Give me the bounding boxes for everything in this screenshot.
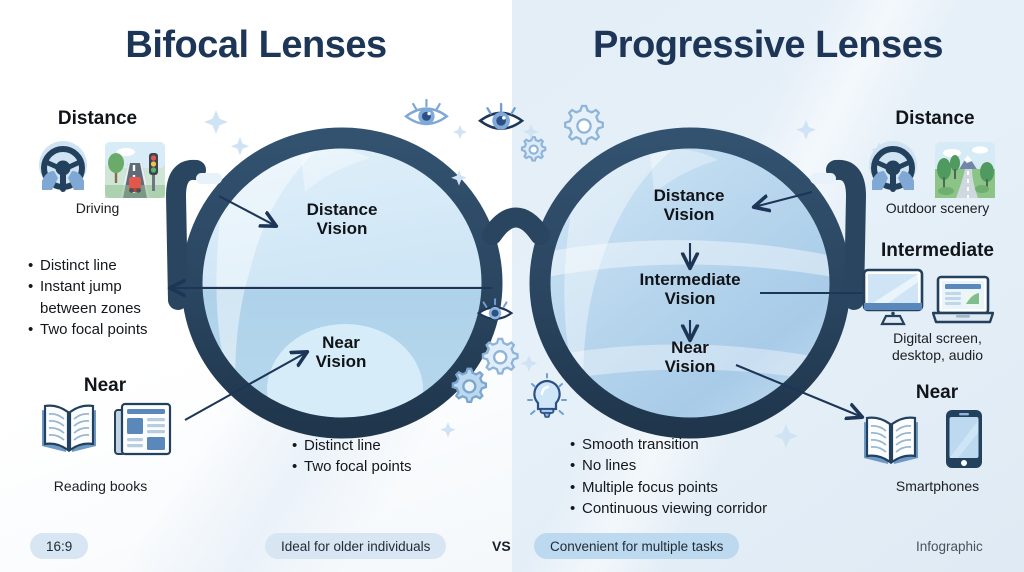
laptop-icon (932, 275, 994, 324)
lens-zone-label-distance-right: Distance Vision (653, 186, 725, 225)
list-item: between zones (40, 299, 141, 317)
right-distance-heading: Distance (895, 108, 975, 129)
left-summary-chip[interactable]: Ideal for older individuals (265, 533, 447, 559)
left-bullets-list: •Distinct line •Instant jump between zon… (28, 255, 148, 340)
right-distance-caption: Outdoor scenery (885, 200, 990, 216)
left-center-bullets: •Distinct line •Two focal points (292, 435, 412, 478)
right-intermediate-heading: Intermediate (881, 240, 994, 261)
lens-zone-label-near-left: Near Vision (315, 333, 367, 372)
infographic-type-chip: Infographic (916, 538, 983, 554)
list-item: •Two focal points (28, 320, 148, 338)
left-near-heading: Near (83, 375, 127, 396)
right-intermediate-caption: Digital screen, desktop, audio (891, 330, 984, 363)
right-near-heading: Near (915, 382, 959, 403)
vs-label: VS (492, 538, 511, 554)
list-item: •No lines (570, 457, 637, 475)
page-title-right: Progressive Lenses (592, 24, 944, 66)
list-item: •Continuous viewing corridor (570, 499, 768, 517)
right-near-caption: Smartphones (895, 478, 980, 494)
aspect-ratio-chip[interactable]: 16:9 (30, 533, 89, 559)
lens-zone-label-near-right: Near Vision (664, 338, 716, 377)
lens-zone-label-distance-left: Distance Vision (306, 200, 378, 239)
road-traffic-light-icon (105, 142, 165, 198)
right-near-icons (860, 408, 984, 470)
list-item: •Multiple focus points (570, 478, 718, 496)
list-item: •Instant jump (28, 278, 122, 296)
list-item: •Distinct line (28, 257, 117, 274)
right-summary-chip[interactable]: Convenient for multiple tasks (534, 533, 740, 559)
left-near-icons (38, 400, 172, 458)
smartphone-icon (946, 410, 982, 468)
left-distance-heading: Distance (57, 108, 138, 129)
left-near-caption: Reading books (53, 478, 148, 494)
list-item: •Distinct line (292, 437, 381, 454)
right-intermediate-icons (862, 268, 994, 326)
left-distance-icons (32, 137, 166, 199)
list-item: •Smooth transition (570, 436, 699, 453)
newspaper-icon (114, 402, 172, 456)
landscape-road-icon (935, 142, 995, 198)
open-book-icon (42, 404, 96, 453)
right-distance-icons (862, 137, 996, 199)
left-distance-caption: Driving (75, 200, 120, 216)
page-title-left: Bifocal Lenses (125, 24, 387, 66)
lens-zone-label-intermediate-right: Intermediate Vision (639, 270, 741, 309)
steering-wheel-icon (869, 141, 917, 192)
steering-wheel-icon (39, 141, 87, 192)
right-center-bullets: •Smooth transition •No lines •Multiple f… (570, 434, 767, 519)
list-item: •Two focal points (292, 458, 412, 476)
open-book-icon (864, 416, 918, 465)
desktop-monitor-icon (862, 268, 924, 326)
